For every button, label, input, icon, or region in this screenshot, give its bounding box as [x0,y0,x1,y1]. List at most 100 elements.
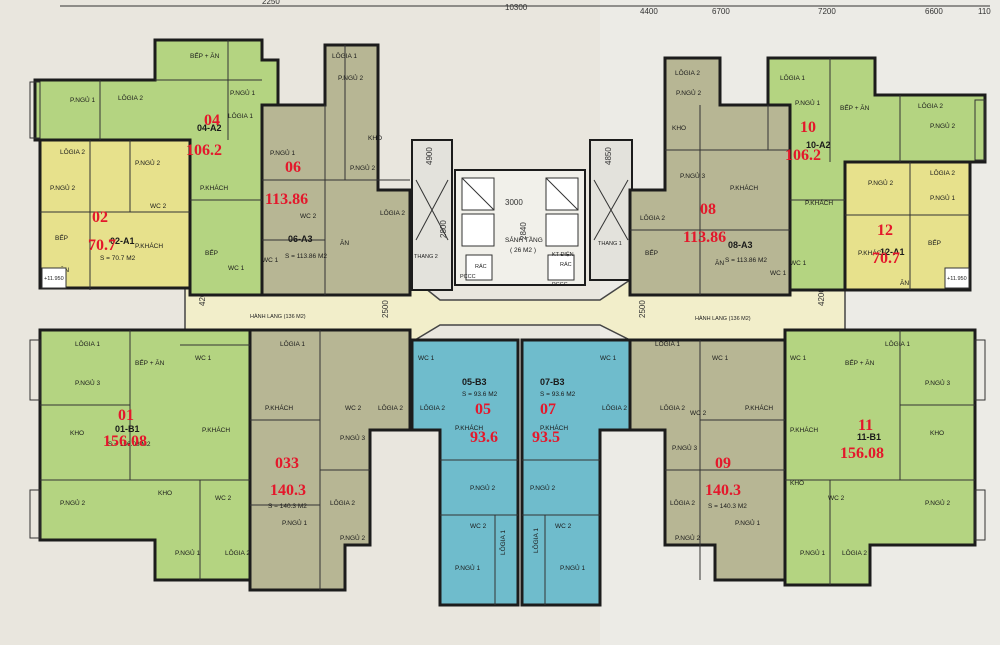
dim-top-3: 4400 [640,7,658,16]
room-label: P.NGỦ 1 [930,193,956,202]
room-label: LÔGIA 2 [380,208,405,217]
room-label: BẾP + ĂN [845,357,875,367]
room-label: BẾP [205,247,218,257]
room-label: P.NGỦ 2 [675,533,701,542]
room-label: P.NGỦ 1 [230,88,256,97]
apartment-02-area-note: S = 70.7 M2 [100,255,136,262]
room-label: WC 1 [770,270,787,277]
room-label: WC 2 [150,203,167,210]
room-label: LÔGIA 2 [660,403,685,412]
room-label: WC 1 [262,257,279,264]
room-label: ĂN [340,238,349,247]
room-label: P.NGỦ 3 [672,443,698,452]
room-label: P.NGỦ 2 [530,483,556,492]
room-label: WC 2 [555,523,572,530]
room-label: P.NGỦ 2 [930,121,956,130]
room-label: LÔGIA 2 [918,101,943,110]
room-label: P.KHÁCH [805,198,833,207]
pccc-label: PCCC [460,274,476,280]
apartment-05-area-note: S = 93.6 M2 [462,391,498,398]
room-label: KHO [672,125,686,132]
dim-stair-right: 4850 [604,147,613,165]
room-label: WC 2 [470,523,487,530]
room-label: P.KHÁCH [202,425,230,434]
dim-top-1: 2250 [262,0,280,6]
walls-bottom-center [440,459,600,605]
walls-top-right [630,58,970,295]
dim-core-width: 3000 [505,198,523,207]
apartment-06-area-label: 113.86 [265,191,308,208]
apartment-06-area [260,43,412,297]
apartment-08-area-label: 113.86 [683,229,726,246]
apartment-07-code: 07-B3 [540,377,565,387]
room-label: P.KHÁCH [455,423,483,432]
apartment-01-area-label: 156.08 [103,433,147,450]
stair-1-label: THANG 1 [598,241,622,247]
room-label: P.NGỦ 1 [735,518,761,527]
room-label: KHO [790,480,804,487]
room-label: P.NGỦ 2 [676,88,702,97]
room-label: LÔGIA 1 [228,111,253,120]
walls-bottom-right [665,330,975,585]
room-label: LÔGIA 2 [640,213,665,222]
room-label: LÔGIA 2 [60,147,85,156]
room-label: P.NGỦ 1 [282,518,308,527]
room-label: BẾP + ĂN [135,357,165,367]
room-label: WC 1 [195,355,212,362]
apartment-08-number: 08 [700,201,716,218]
dim-corridor-right: 4200 [817,288,826,306]
room-label: P.NGỦ 1 [270,148,296,157]
apartment-10-area-label: 106.2 [785,147,821,164]
room-label: WC 2 [828,495,845,502]
room-label: WC 1 [418,355,435,362]
room-label: LÔGIA 2 [420,403,445,412]
room-label: P.KHÁCH [135,241,163,250]
dim-corridor-left: 4200 [198,288,207,306]
apartment-05-area [410,338,520,607]
corridor-left-label: HÀNH LANG (136 M2) [250,313,306,320]
apartment-11-code: 11-B1 [857,432,881,442]
apartment-08-area-note: S = 113.86 M2 [725,257,767,264]
dim-core-left: 2800 [439,220,448,238]
dim-stair-left: 4900 [425,147,434,165]
room-label: WC 1 [228,265,245,272]
room-label: P.NGỦ 3 [925,378,951,387]
apartment-11-area-label: 156.08 [840,445,884,462]
room-label: LÔGIA 2 [118,93,143,102]
room-label: P.NGỦ 1 [70,95,96,104]
apartment-11-number: 11 [858,417,873,434]
room-label: LÔGIA 2 [602,403,627,412]
apartment-05-area-label: 93.6 [470,429,498,446]
apartment-12-number: 12 [877,222,893,239]
room-label: WC 2 [215,495,232,502]
apartment-02-area [38,138,192,290]
room-label: P.NGỦ 3 [680,171,706,180]
room-label: BẾP + ĂN [190,50,220,60]
room-label: P.KHÁCH [200,183,228,192]
room-label: LÔGIA 1 [780,73,805,82]
apartment-04-number: 04 [204,112,220,129]
apartment-07-area-label: 93.5 [532,429,560,446]
apartment-08-area [628,56,792,297]
dim-top-6: 6600 [925,7,943,16]
dim-core-mid: 2840 [519,222,528,240]
walls-top-left [40,40,410,295]
room-label: KHO [158,490,172,497]
room-label: LÔGIA 2 [675,68,700,77]
room-label: P.NGỦ 2 [868,178,894,187]
room-label: WC 1 [600,355,617,362]
level-tag: +11.950 [44,276,64,282]
room-label: P.NGỦ 2 [340,533,366,542]
room-label: P.KHÁCH [790,425,818,434]
apartment-03-area-note: S = 140.3 M2 [268,503,307,510]
apartment-03-area-label: 140.3 [270,482,306,499]
apartment-05-code: 05-B3 [462,377,487,387]
apartment-12-area-label: 70.7 [872,250,900,267]
apartment-12-area [843,160,972,292]
apartment-09-area-label: 140.3 [705,482,741,499]
room-label: LÔGIA 1 [531,528,540,553]
apartment-03-area [248,328,412,592]
dim-top-5: 7200 [818,7,836,16]
level-tag: +11.950 [947,276,967,282]
